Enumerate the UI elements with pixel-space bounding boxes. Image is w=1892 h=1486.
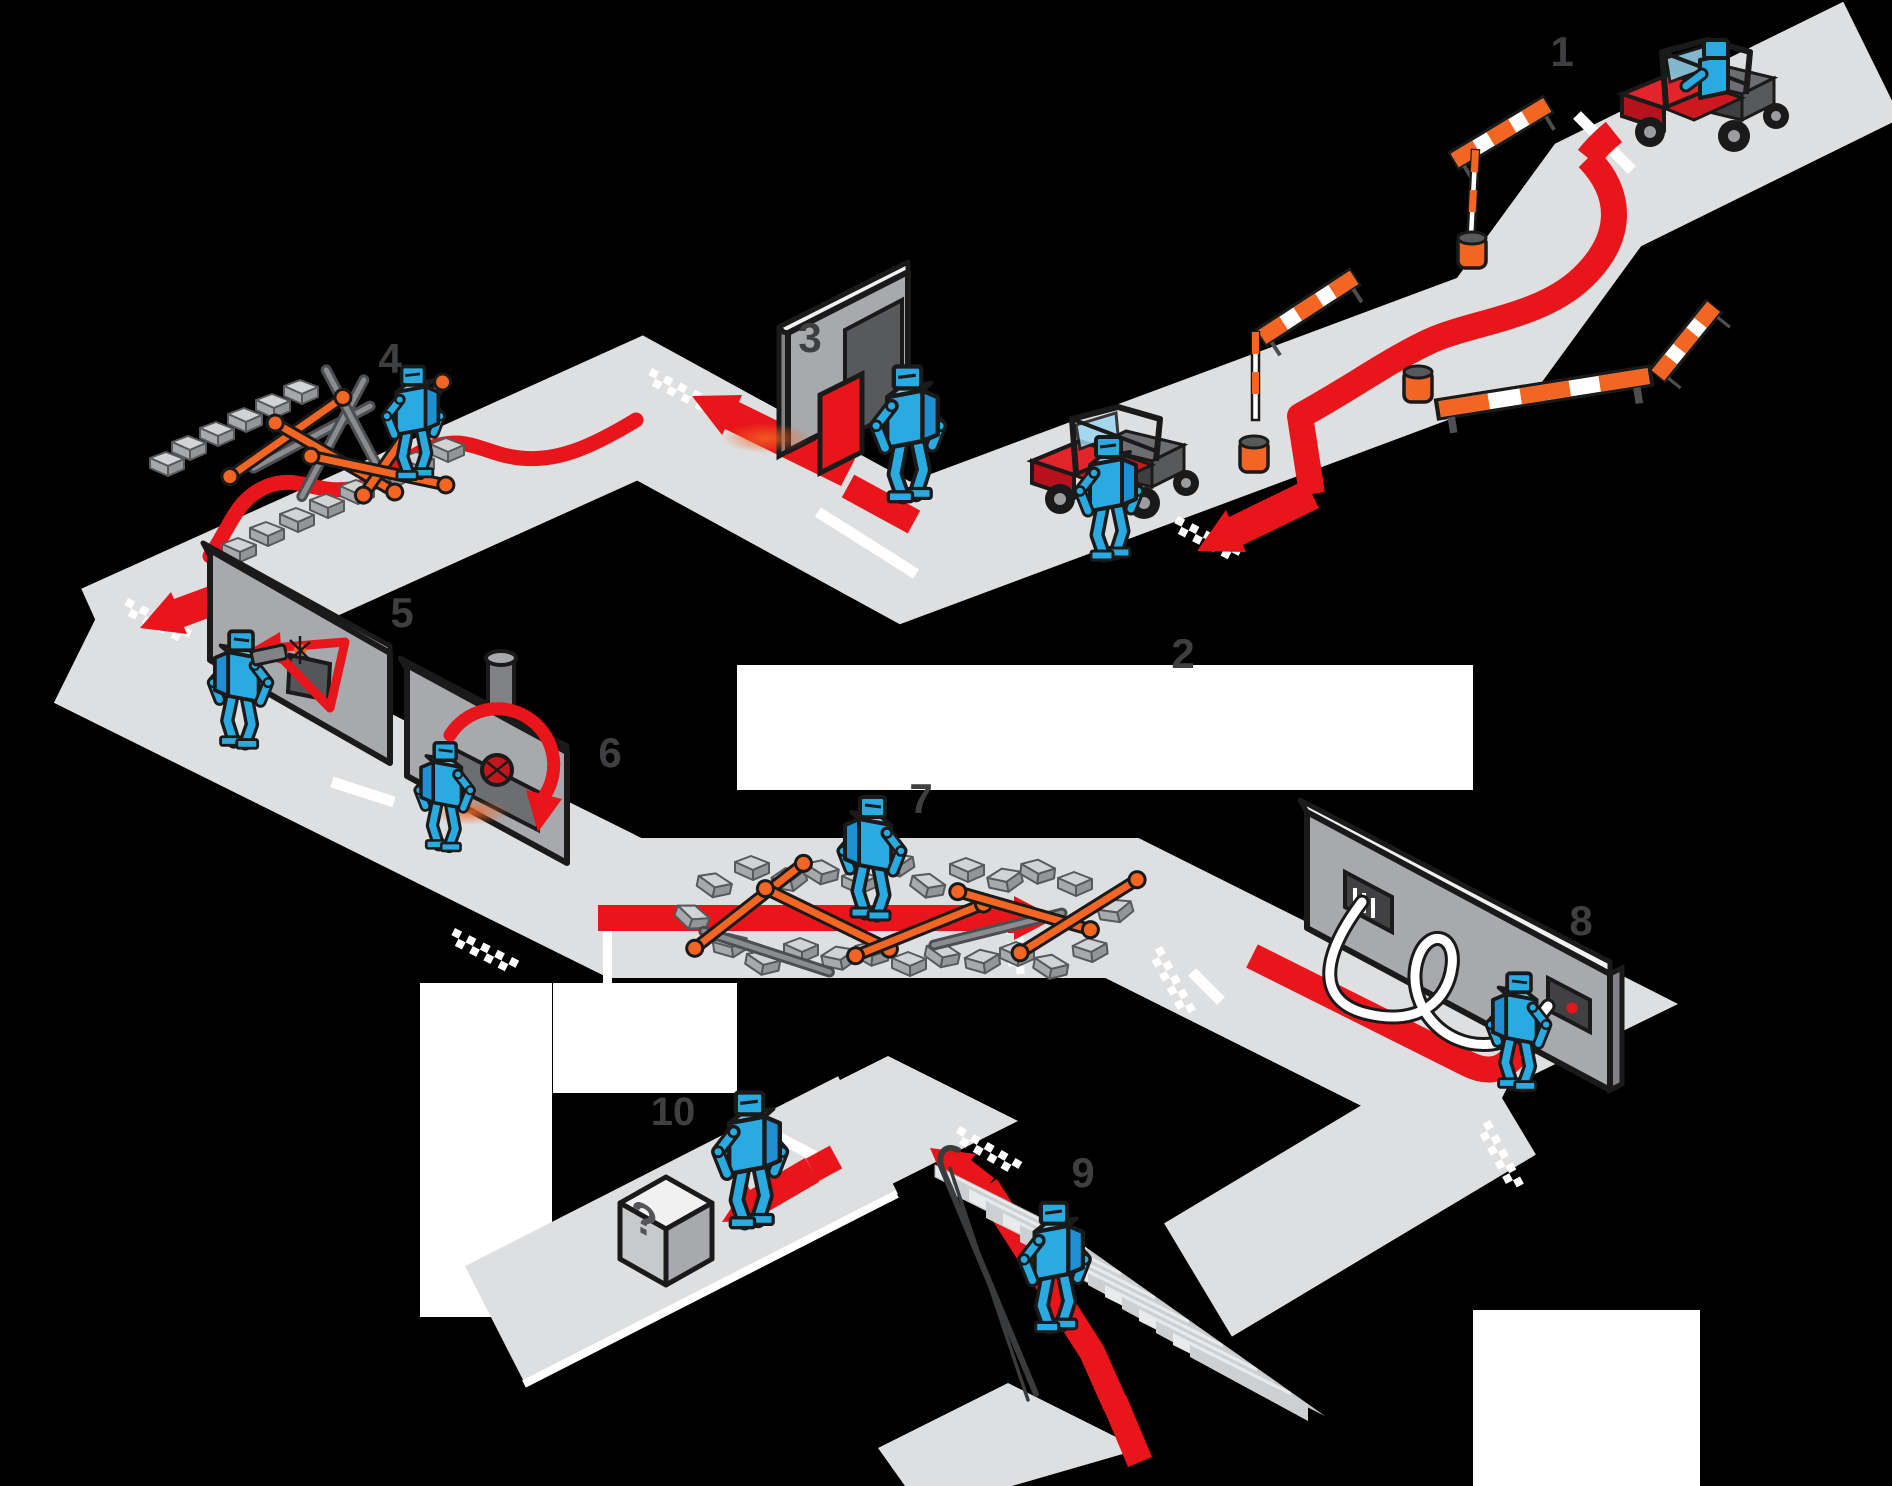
station-2-label: 2 bbox=[1171, 630, 1194, 677]
lane-divider bbox=[1188, 968, 1225, 1005]
station-1-label: 1 bbox=[1550, 28, 1573, 75]
barrel-icon bbox=[1402, 364, 1434, 404]
door-glow bbox=[722, 423, 810, 453]
route-arrow-icon bbox=[526, 790, 562, 832]
caption-area-left-2 bbox=[553, 983, 737, 1093]
route-arrow-icon bbox=[1197, 480, 1319, 552]
lane-divider bbox=[603, 928, 612, 984]
course-path-lower-right bbox=[1164, 1041, 1536, 1337]
station-3-label: 3 bbox=[798, 314, 821, 361]
station-8-label: 8 bbox=[1569, 897, 1592, 944]
route-fade-station10 bbox=[805, 1145, 843, 1182]
caption-areas bbox=[420, 665, 1700, 1486]
caption-area-center bbox=[737, 665, 1473, 790]
station-10-surprise-box: ? ? bbox=[617, 1174, 715, 1288]
lane-divider bbox=[330, 776, 396, 808]
caption-area-bottom-right bbox=[1473, 1310, 1700, 1486]
checker-line bbox=[447, 928, 520, 975]
station-labels: 1 2 3 4 5 6 7 8 9 10 bbox=[378, 28, 1592, 1196]
route-fade-stairs bbox=[1102, 1394, 1152, 1468]
route-fade-start bbox=[1577, 121, 1623, 167]
station-5-cut-wall bbox=[200, 540, 393, 766]
barrier-pole-icon bbox=[1250, 330, 1261, 422]
barrier-fence-icon bbox=[1648, 298, 1736, 394]
handrail-icon bbox=[937, 1145, 1039, 1397]
barrel-icon bbox=[1456, 230, 1488, 270]
station-5-label: 5 bbox=[390, 589, 413, 636]
route-zigzag bbox=[1287, 148, 1627, 496]
station-4-label: 4 bbox=[378, 335, 402, 382]
barrel-icon bbox=[1238, 434, 1270, 474]
route-fade-door bbox=[841, 474, 921, 534]
path-edge-highlight bbox=[522, 1190, 899, 1388]
station-9-label: 9 bbox=[1071, 1149, 1094, 1196]
station-10-label: 10 bbox=[651, 1090, 696, 1134]
valve-icon bbox=[480, 753, 514, 787]
door-icon bbox=[817, 369, 865, 478]
drill-icon bbox=[249, 643, 289, 667]
lane-divider bbox=[815, 507, 919, 579]
handrail-icon bbox=[948, 1166, 1030, 1402]
drill-spark-icon bbox=[289, 636, 311, 664]
station-6-label: 6 bbox=[598, 729, 621, 776]
course-path-bottom-stub bbox=[878, 1383, 1140, 1486]
surprise-box-icon: ? ? bbox=[617, 1174, 715, 1288]
valve-rotate-arrow bbox=[443, 702, 561, 802]
station-7-label: 7 bbox=[909, 775, 932, 822]
course-path-upper bbox=[81, 1, 1892, 708]
